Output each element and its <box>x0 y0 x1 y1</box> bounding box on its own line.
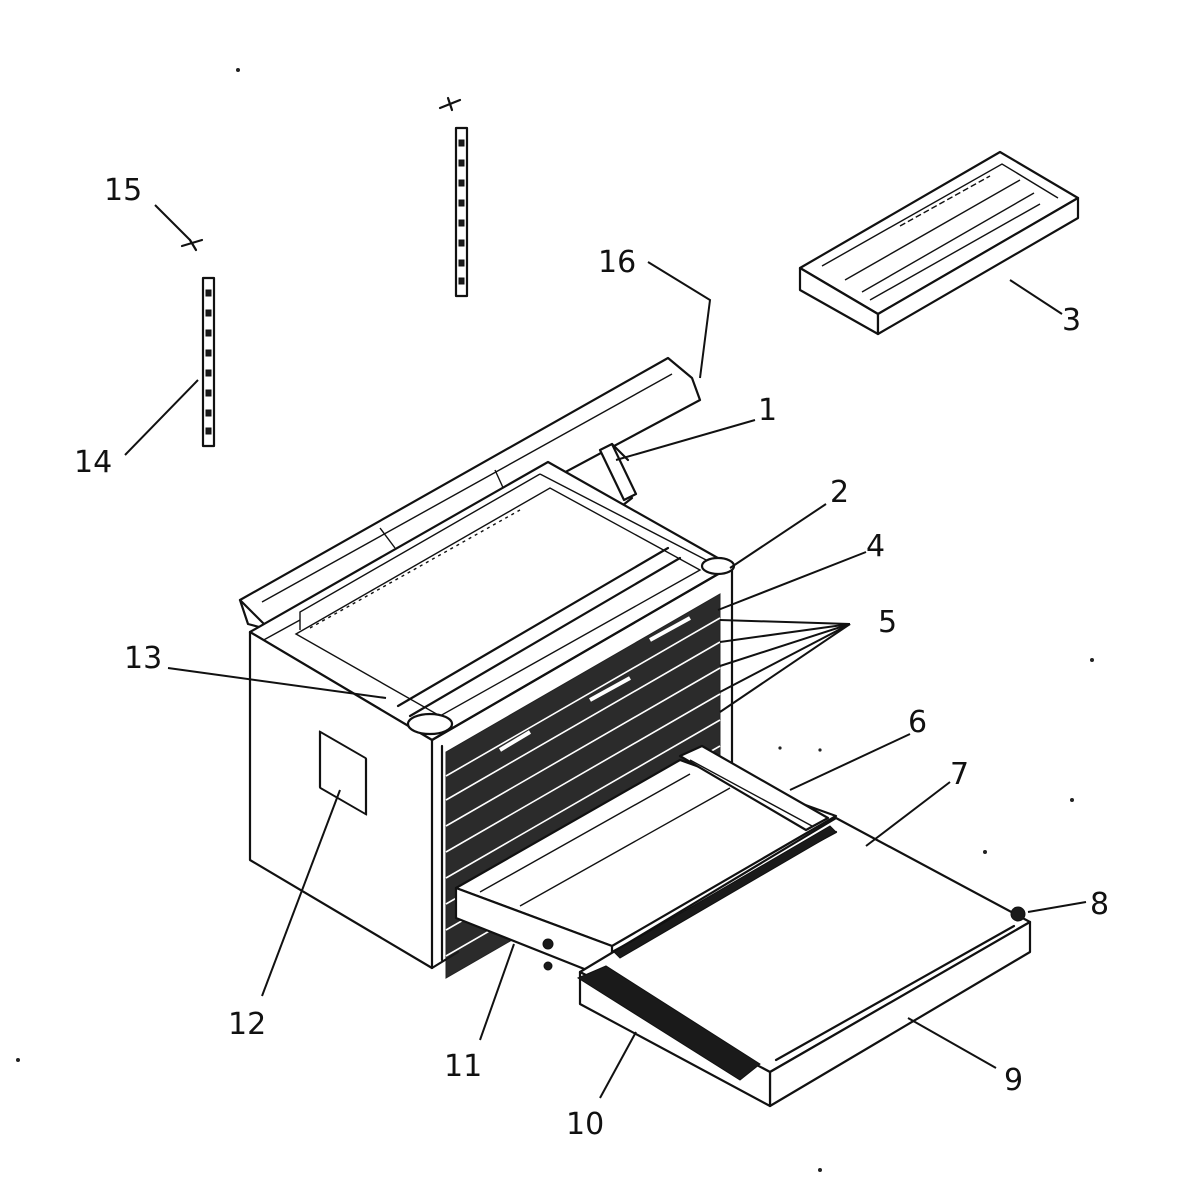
callout-12: 12 <box>228 1007 266 1042</box>
callout-7: 7 <box>950 757 969 792</box>
callout-2: 2 <box>830 475 849 510</box>
callout-3: 3 <box>1062 303 1081 338</box>
scan-specks <box>16 68 1094 1172</box>
callout-8: 8 <box>1090 887 1109 922</box>
callout-14: 14 <box>74 445 112 480</box>
callout-4: 4 <box>866 529 885 564</box>
leader-lines <box>124 204 1087 1099</box>
callout-13: 13 <box>124 641 162 676</box>
callout-6: 6 <box>908 705 927 740</box>
callout-16: 16 <box>598 245 636 280</box>
open-drawer <box>454 744 1032 1108</box>
callout-1: 1 <box>758 393 777 428</box>
part-15-screw-left <box>180 238 204 252</box>
callout-10: 10 <box>566 1107 604 1142</box>
part-14-lid-stay-center <box>454 126 469 298</box>
part-3-tray <box>798 150 1080 336</box>
callout-15: 15 <box>104 173 142 208</box>
callout-11: 11 <box>444 1049 482 1084</box>
callout-9: 9 <box>1004 1063 1023 1098</box>
part-15-screw-center <box>438 96 462 112</box>
tool-chest-body <box>248 460 736 970</box>
part-12-side-handle <box>318 730 368 816</box>
callout-labels: 15 14 16 3 1 2 4 5 13 6 7 8 12 11 9 10 <box>74 173 1109 1142</box>
callout-5: 5 <box>878 605 897 640</box>
part-14-lid-stay-left <box>201 276 216 448</box>
